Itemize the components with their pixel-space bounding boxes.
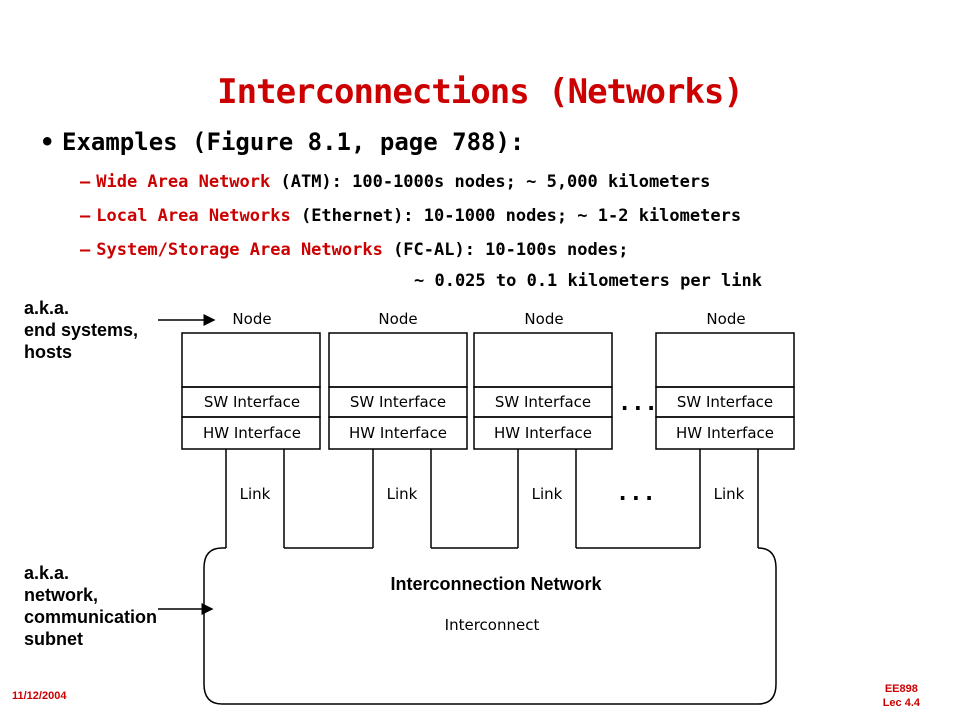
hw-interface-box [473,416,613,450]
bullet-dot-icon: • [40,128,55,156]
footer-course-line: Lec 4.4 [882,697,920,709]
node-label: Node [706,310,745,328]
interconnection-network-box [203,547,777,705]
sw-interface-label: SW Interface [495,393,591,411]
hw-interface-label: HW Interface [203,424,301,442]
node-box [655,332,795,388]
link-label: Link [240,485,271,503]
slide-title: Interconnections (Networks) [217,72,744,112]
hw-interface-label: HW Interface [349,424,447,442]
link-label: Link [532,485,563,503]
footer-course-line: EE898 [884,683,918,695]
item-san-continuation: ~ 0.025 to 0.1 kilometers per link [414,271,762,291]
dash-icon: – [80,240,91,260]
hw-interface-box [328,416,468,450]
node-label: Node [232,310,271,328]
interconnect-label: Interconnect [445,616,540,634]
item-wan-name: Wide Area Network [96,172,271,192]
hw-interface-label: HW Interface [676,424,774,442]
link-label: Link [714,485,745,503]
item-san-detail: (FC-AL): 10-100s nodes; [382,240,629,260]
hw-interface-label: HW Interface [494,424,592,442]
footer-date: 11/12/2004 [12,690,67,702]
item-san-name: System/Storage Area Networks [96,240,383,260]
interconnection-network-label: Interconnection Network [390,574,602,594]
bullet-examples: •Examples (Figure 8.1, page 788): [40,128,524,156]
node-2: Node SW Interface HW Interface Link [328,310,468,548]
aka-network-line: a.k.a. [24,563,70,583]
aka-hosts-line: end systems, [24,320,139,340]
aka-network-line: network, [24,585,99,605]
aka-hosts-line: hosts [24,342,73,362]
node-box [328,332,468,388]
dash-icon: – [80,206,91,226]
item-san: –System/Storage Area Networks (FC-AL): 1… [80,240,628,260]
sw-interface-label: SW Interface [350,393,446,411]
node-3: Node SW Interface HW Interface Link [473,310,613,548]
item-lan-detail: (Ethernet): 10-1000 nodes; ~ 1-2 kilomet… [290,206,742,226]
node-1: Node SW Interface HW Interface Link [181,310,321,548]
item-lan-name: Local Area Networks [96,206,291,226]
bullet-examples-text: Examples (Figure 8.1, page 788): [62,128,525,156]
sw-interface-label: SW Interface [204,393,300,411]
sw-interface-label: SW Interface [677,393,773,411]
aka-network-line: communication [24,607,158,627]
ellipsis-links: ... [616,481,656,506]
aka-hosts-line: a.k.a. [24,298,70,318]
ellipsis-nodes: ... [618,391,658,416]
node-4: Node SW Interface HW Interface Link [655,310,795,548]
item-wan: –Wide Area Network (ATM): 100-1000s node… [80,172,710,192]
node-label: Node [524,310,563,328]
item-lan: –Local Area Networks (Ethernet): 10-1000… [80,206,741,226]
hw-interface-box [181,416,321,450]
node-box [181,332,321,388]
item-wan-detail: (ATM): 100-1000s nodes; ~ 5,000 kilomete… [270,172,711,192]
aka-network-line: subnet [24,629,84,649]
dash-icon: – [80,172,91,192]
node-box [473,332,613,388]
aka-hosts-label: a.k.a. end systems, hosts [24,297,138,363]
aka-network-label: a.k.a. network, communication subnet [24,562,157,650]
footer-course: EE898 Lec 4.4 [883,682,920,710]
link-label: Link [387,485,418,503]
node-label: Node [378,310,417,328]
hw-interface-box [655,416,795,450]
